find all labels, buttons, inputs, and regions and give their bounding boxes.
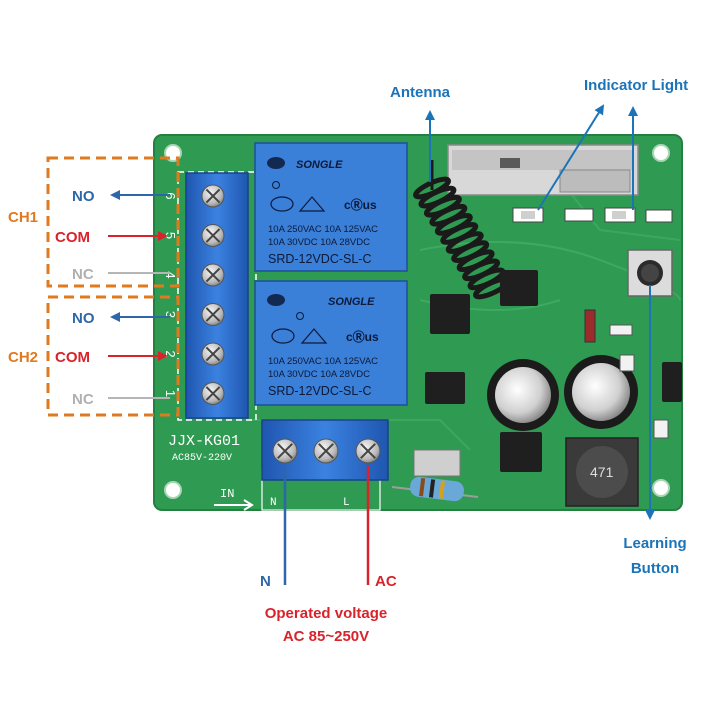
rf-receiver-module <box>447 144 639 196</box>
voltage-regulator <box>413 449 461 477</box>
antenna-label: Antenna <box>390 84 451 101</box>
output-terminal-block <box>185 172 249 419</box>
ch2-nc-label: NC <box>72 391 94 408</box>
mounting-hole <box>164 481 182 499</box>
smd-resistor <box>645 209 673 223</box>
relay-model: SRD-12VDC-SL-C <box>268 384 372 398</box>
smd-resistor <box>564 208 594 222</box>
relay-rating-line-1: 10A 250VAC 10A 125VAC <box>268 356 378 367</box>
output-screw-terminal <box>201 303 225 326</box>
mounting-hole <box>652 479 670 497</box>
output-screw-terminal <box>201 342 225 366</box>
operated-voltage-line-2: AC 85~250V <box>283 628 369 645</box>
terminal-number: 2 <box>163 350 178 357</box>
ch2-com-label: COM <box>55 349 90 366</box>
ch1-com-label: COM <box>55 229 90 246</box>
relay-rating-line-2: 10A 30VDC 10A 28VDC <box>268 369 370 380</box>
indicator-led-right <box>604 207 636 223</box>
diode <box>584 309 596 343</box>
input-screw-terminal <box>272 438 298 464</box>
ch2-label: CH2 <box>8 349 38 366</box>
terminal-number: 1 <box>163 390 178 397</box>
axial-resistor <box>391 476 479 502</box>
smd-resistor <box>619 354 635 372</box>
smd-resistor <box>609 324 633 336</box>
ch1-no-label: NO <box>72 188 95 205</box>
n-silkscreen: N <box>270 497 277 509</box>
board-power-silkscreen: AC85V-220V <box>172 453 232 464</box>
l-silkscreen: L <box>343 497 350 509</box>
ch2-no-label: NO <box>72 310 95 327</box>
ch2-bracket <box>46 295 180 417</box>
output-screw-terminal <box>201 184 225 208</box>
power-inductor: 471 <box>565 437 639 507</box>
ic-chip <box>425 270 682 472</box>
relay-brand: SONGLE <box>296 159 343 171</box>
input-silkscreen: IN <box>220 487 234 501</box>
terminal-number: 5 <box>163 232 178 239</box>
mounting-hole <box>652 144 670 162</box>
terminal-number: 6 <box>163 192 178 199</box>
input-screw-terminal <box>355 438 381 464</box>
svg-text:cⓇus: cⓇus <box>346 329 379 344</box>
relay-rating-line-1: 10A 250VAC 10A 125VAC <box>268 224 378 235</box>
n-label: N <box>260 573 271 590</box>
relay-brand: SONGLE <box>328 296 375 308</box>
terminal-numbers: 6 5 4 3 2 1 <box>163 192 178 397</box>
terminal-number: 4 <box>163 271 178 278</box>
learning-button-label-line-1: Learning <box>623 535 686 552</box>
relay-1: SONGLE cⓇus 10A 250VAC 10A 125VAC 10A 30… <box>254 142 408 272</box>
ac-label: AC <box>375 573 397 590</box>
terminal-number: 3 <box>163 311 178 318</box>
svg-text:cⓇus: cⓇus <box>344 197 377 212</box>
output-screw-terminal <box>201 382 225 405</box>
board-model-silkscreen: JJX-KG01 <box>168 433 240 450</box>
indicator-light-label: Indicator Light <box>584 77 688 94</box>
input-screw-terminal <box>313 438 339 464</box>
output-screw-terminal <box>201 263 225 287</box>
antenna-coil <box>413 160 511 300</box>
ch1-label: CH1 <box>8 209 38 226</box>
ch1-nc-label: NC <box>72 266 94 283</box>
relay-rating-line-2: 10A 30VDC 10A 28VDC <box>268 237 370 248</box>
electrolytic-capacitor <box>487 355 638 431</box>
operated-voltage-line-1: Operated voltage <box>265 605 388 622</box>
output-screw-terminal <box>201 224 225 247</box>
ch1-bracket <box>46 156 180 288</box>
learning-button-label-line-2: Button <box>631 560 679 577</box>
inductor-marking: 471 <box>590 464 614 480</box>
indicator-led-left <box>512 207 544 223</box>
smd-resistor <box>653 419 669 439</box>
input-terminal-block <box>261 419 389 481</box>
relay-2: SONGLE cⓇus 10A 250VAC 10A 125VAC 10A 30… <box>254 280 408 406</box>
relay-model: SRD-12VDC-SL-C <box>268 252 372 266</box>
indicator-callout-line-left <box>537 104 605 211</box>
